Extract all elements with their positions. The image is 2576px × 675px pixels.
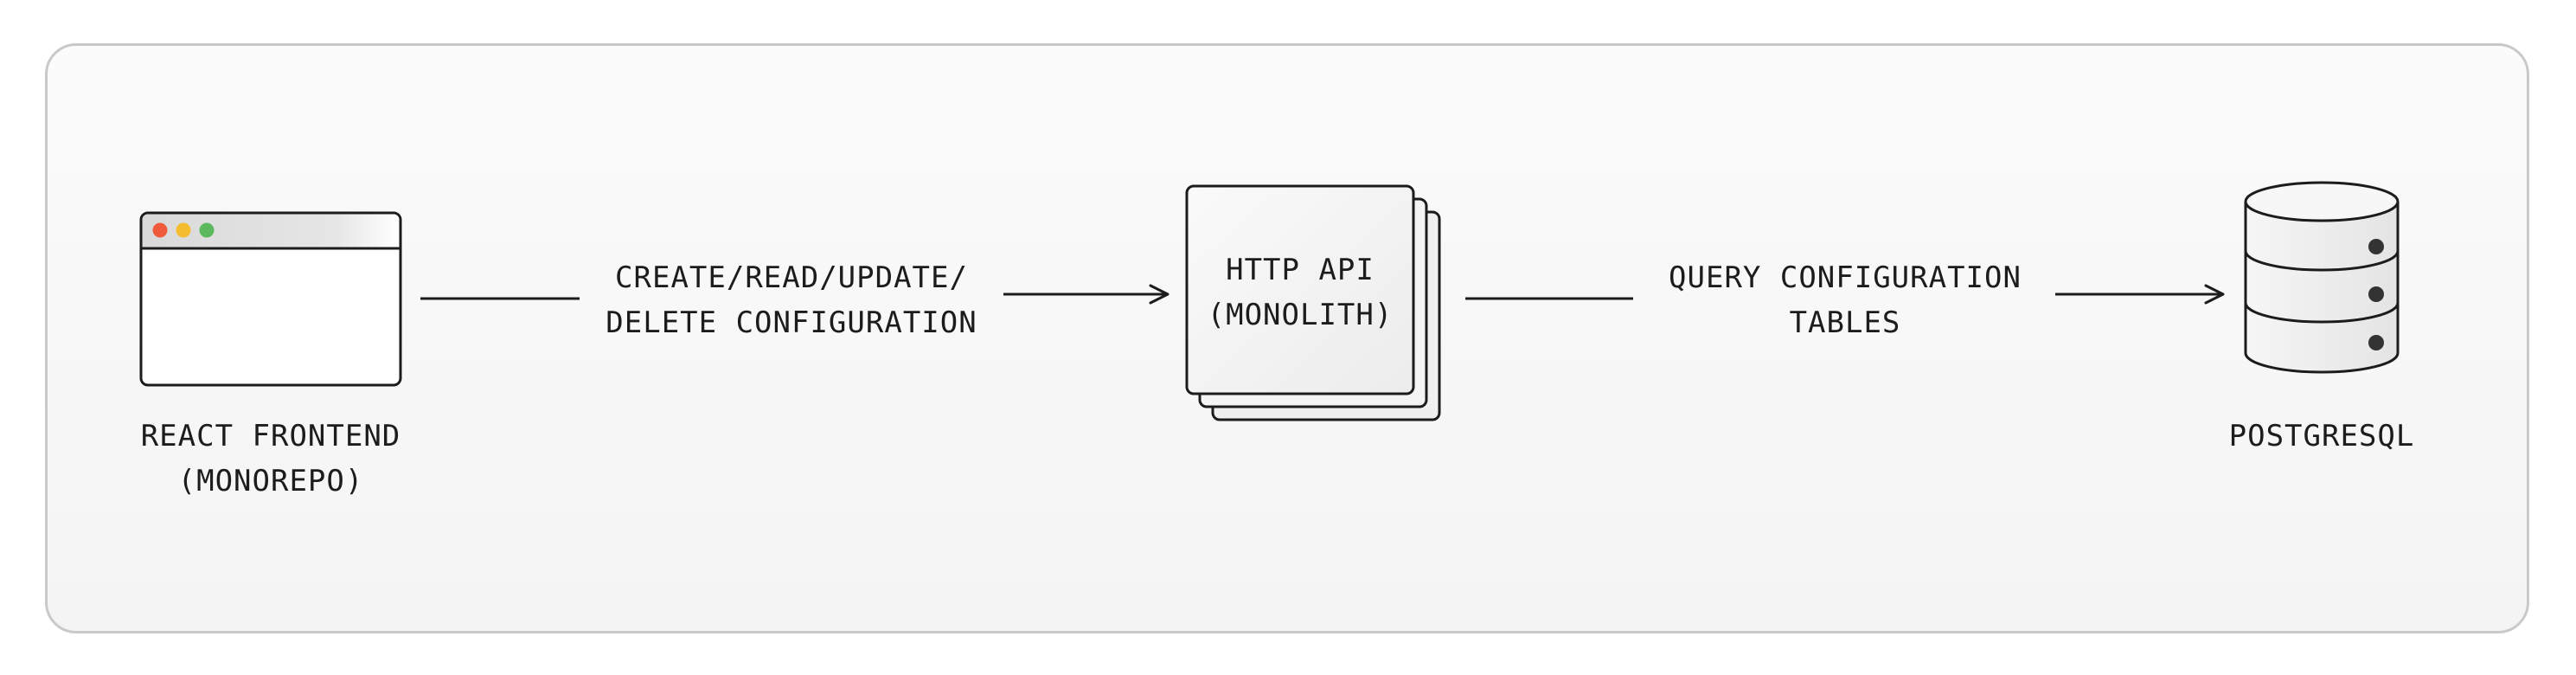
window-maximize-dot (199, 222, 215, 238)
edge-frontend-to-api-line1: CREATE/READ/UPDATE/ (615, 260, 968, 295)
edge-frontend-to-api-label: CREATE/READ/UPDATE/ DELETE CONFIGURATION (575, 255, 1008, 345)
database-icon (2244, 181, 2400, 374)
edge-api-to-database-line2: TABLES (1789, 305, 1901, 340)
edge-api-to-database (1465, 284, 2225, 305)
frontend-label-line2: (MONOREPO) (177, 464, 364, 498)
browser-window-icon (139, 211, 402, 387)
edge-frontend-to-api-line2: DELETE CONFIGURATION (606, 305, 977, 340)
frontend-label-line1: REACT FRONTEND (140, 419, 401, 453)
window-minimize-dot (176, 222, 191, 238)
database-label: POSTGRESQL (2192, 414, 2451, 459)
api-label: HTTP API (MONOLITH) (1188, 248, 1413, 338)
api-label-line2: (MONOLITH) (1207, 298, 1394, 332)
edge-frontend-to-api (420, 284, 1169, 305)
database-label-text: POSTGRESQL (2228, 419, 2415, 453)
edge-api-to-database-line1: QUERY CONFIGURATION (1669, 260, 2022, 295)
api-label-line1: HTTP API (1226, 253, 1375, 287)
window-close-dot (152, 222, 168, 238)
edge-api-to-database-label: QUERY CONFIGURATION TABLES (1629, 255, 2061, 345)
frontend-label: REACT FRONTEND (MONOREPO) (98, 414, 444, 504)
stacked-pages-icon (1185, 184, 1441, 421)
